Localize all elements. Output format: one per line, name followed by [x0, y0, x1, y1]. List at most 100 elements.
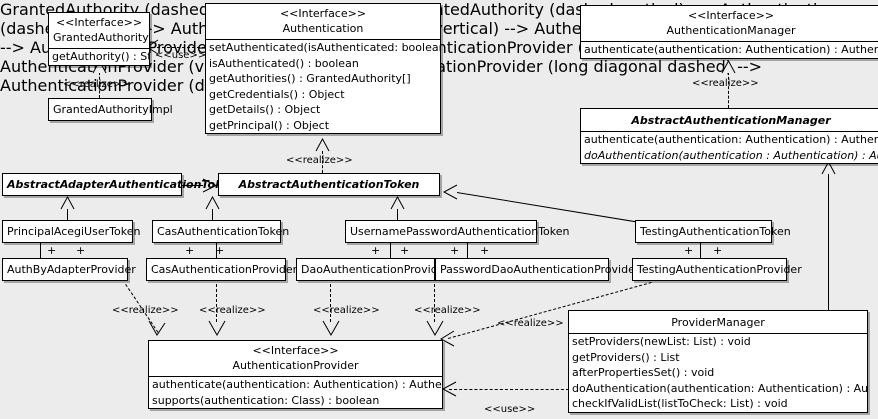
- stereotype-label: <<Interface>>: [687, 9, 775, 22]
- method-item: supports(authentication: Class) : boolea…: [152, 393, 380, 407]
- class-box-testing-authentication-provider[interactable]: TestingAuthenticationProvider: [632, 258, 802, 281]
- triangle-up-icon: [390, 196, 405, 210]
- stereotype-label: <<Interface>>: [252, 344, 339, 357]
- method-compartment: authenticate(authentication: Authenticat…: [581, 41, 878, 58]
- class-name: TestingAuthenticationToken: [640, 225, 791, 238]
- method-item: getProviders() : List: [572, 350, 680, 364]
- class-name: AbstractAuthenticationManager: [631, 114, 831, 127]
- class-box-principal-acegi-user-token[interactable]: PrincipalAcegiUserToken: [2, 220, 141, 243]
- generalization-casauthenticationtoken: [212, 208, 213, 220]
- class-name: UsernamePasswordAuthenticationToken: [350, 225, 570, 238]
- class-header: <<Interface>> AuthenticationProvider: [149, 341, 442, 376]
- class-box-abstract-authentication-token[interactable]: AbstractAuthenticationToken: [218, 173, 440, 196]
- class-box-granted-authority-impl[interactable]: GrantedAuthorityImpl: [48, 98, 173, 121]
- method-item: setAuthenticated(isAuthenticated: boolea…: [209, 41, 440, 54]
- class-name: DaoAuthenticationProvider: [301, 263, 449, 276]
- class-box-testing-authentication-token[interactable]: TestingAuthenticationToken: [635, 220, 791, 243]
- method-item: getCredentials() : Object: [209, 87, 345, 101]
- triangle-up-icon: [60, 196, 75, 210]
- method-item: afterPropertiesSet() : void: [572, 366, 715, 379]
- multiplicity-marker: +: [684, 244, 694, 257]
- method-item: getAuthority() : String: [52, 50, 149, 63]
- triangle-up-icon: [721, 60, 736, 74]
- class-box-dao-authentication-provider[interactable]: DaoAuthenticationProvider: [296, 258, 449, 281]
- class-name: GrantedAuthorityImpl: [53, 103, 173, 116]
- triangle-left-icon: [442, 184, 458, 200]
- method-item: getPrincipal() : Object: [209, 118, 330, 132]
- multiplicity-marker: +: [47, 244, 57, 257]
- multiplicity-marker: +: [76, 244, 86, 257]
- multiplicity-marker: +: [450, 244, 460, 257]
- generalization-providermanager: [828, 173, 829, 311]
- class-name: ProviderManager: [671, 316, 765, 329]
- association-casauthenticationtoken-casauthenticationprovider: [216, 243, 217, 259]
- class-name: AbstractAuthenticationToken: [238, 178, 420, 191]
- method-compartment: setProviders(newList: List) : void getPr…: [569, 333, 867, 412]
- label-realize-authbyadapterprovider: <<realize>>: [112, 305, 179, 316]
- class-name: CasAuthenticationToken: [157, 225, 290, 238]
- class-header: <<Interface>> GrantedAuthority: [49, 13, 149, 48]
- arrow-open-icon: [441, 381, 457, 397]
- label-realize-abstractauthenticationtoken: <<realize>>: [286, 155, 353, 166]
- class-box-authentication[interactable]: <<Interface>> Authentication setAuthenti…: [205, 3, 441, 134]
- method-item: checkIfValidList(listToCheck: List) : vo…: [572, 397, 788, 410]
- method-item: authenticate(authentication: Authenticat…: [584, 133, 878, 146]
- method-item: authenticate(authentication: Authenticat…: [584, 43, 878, 56]
- class-box-granted-authority[interactable]: <<Interface>> GrantedAuthority getAuthor…: [48, 12, 150, 66]
- class-name: GrantedAuthority: [53, 31, 149, 44]
- class-name: AuthenticationProvider: [232, 359, 359, 372]
- class-box-authentication-provider[interactable]: <<Interface>> AuthenticationProvider aut…: [148, 340, 443, 409]
- arrow-open-icon: [439, 330, 455, 347]
- method-compartment: authenticate(authentication: Authenticat…: [149, 376, 442, 408]
- realize-abstractauthenticationmanager: [728, 72, 729, 108]
- class-box-abstract-adapter-authentication-token[interactable]: AbstractAdapterAuthenticationToken: [2, 173, 237, 196]
- stereotype-label: <<Interface>>: [55, 16, 143, 29]
- class-box-authentication-manager[interactable]: <<Interface>> AuthenticationManager auth…: [580, 5, 878, 59]
- class-box-password-dao-authentication-provider[interactable]: PasswordDaoAuthenticationProvider: [435, 258, 640, 281]
- dependency-authentication-grantedauthority: [152, 47, 205, 48]
- realize-casauthenticationprovider: [216, 284, 217, 322]
- realize-abstractauthenticationtoken: [322, 151, 323, 173]
- association-testingauthenticationtoken-testingauthenticationprovider: [700, 243, 701, 259]
- method-item: doAuthentication(authentication: Authent…: [572, 381, 867, 395]
- class-header: <<Interface>> AuthenticationManager: [581, 6, 878, 41]
- label-realize-abstractauthenticationmanager: <<realize>>: [692, 78, 759, 89]
- label-realize-testingauthenticationprovider: <<realize>>: [497, 318, 564, 329]
- class-box-provider-manager[interactable]: ProviderManager setProviders(newList: Li…: [568, 310, 868, 413]
- label-realize-daoauthenticationprovider: <<realize>>: [313, 305, 380, 316]
- method-item: getDetails() : Object: [209, 103, 321, 116]
- triangle-up-icon: [205, 196, 220, 210]
- multiplicity-marker: +: [371, 244, 381, 257]
- realize-passworddaoauthenticationprovider: [434, 284, 435, 322]
- method-item: isAuthenticated() : boolean: [209, 56, 359, 70]
- arrow-open-icon: [148, 320, 166, 336]
- label-realize-casauthenticationprovider: <<realize>>: [199, 305, 266, 316]
- method-item: getAuthorities() : GrantedAuthority[]: [209, 72, 411, 85]
- method-compartment: authenticate(authentication: Authenticat…: [581, 131, 878, 163]
- generalization-abstractadapter-to-abstracttoken: [182, 185, 206, 186]
- class-box-cas-authentication-token[interactable]: CasAuthenticationToken: [152, 220, 290, 243]
- class-name: PrincipalAcegiUserToken: [7, 225, 141, 238]
- arrow-open-icon: [322, 320, 340, 337]
- arrow-open-icon: [426, 320, 444, 337]
- multiplicity-marker: +: [215, 244, 225, 257]
- class-box-username-password-authentication-token[interactable]: UsernamePasswordAuthenticationToken: [345, 220, 570, 243]
- generalization-principalacegiusertoken: [67, 208, 68, 220]
- triangle-up-icon: [315, 138, 330, 152]
- stereotype-label: <<Interface>>: [279, 7, 367, 20]
- class-box-abstract-authentication-manager[interactable]: AbstractAuthenticationManager authentica…: [580, 108, 878, 164]
- method-item: authenticate(authentication: Authenticat…: [152, 378, 442, 391]
- class-name: PasswordDaoAuthenticationProvider: [440, 263, 640, 276]
- arrow-open-icon: [208, 320, 226, 337]
- association-usernamepasswordtoken-passworddaoauthenticationprovider: [467, 243, 468, 259]
- association-principalacegiusertoken-authbyadapterprovider: [40, 243, 41, 259]
- class-name: TestingAuthenticationProvider: [637, 263, 802, 276]
- class-box-cas-authentication-provider[interactable]: CasAuthenticationProvider: [146, 258, 297, 281]
- generalization-usernamepasswordauthenticationtoken: [397, 208, 398, 220]
- class-box-auth-by-adapter-provider[interactable]: AuthByAdapterProvider: [2, 258, 136, 281]
- class-name: Authentication: [282, 22, 364, 35]
- class-header: <<Interface>> Authentication: [206, 4, 440, 39]
- association-usernamepasswordtoken-daoauthenticationprovider: [390, 243, 391, 259]
- use-providermanager-authenticationprovider: [449, 389, 569, 390]
